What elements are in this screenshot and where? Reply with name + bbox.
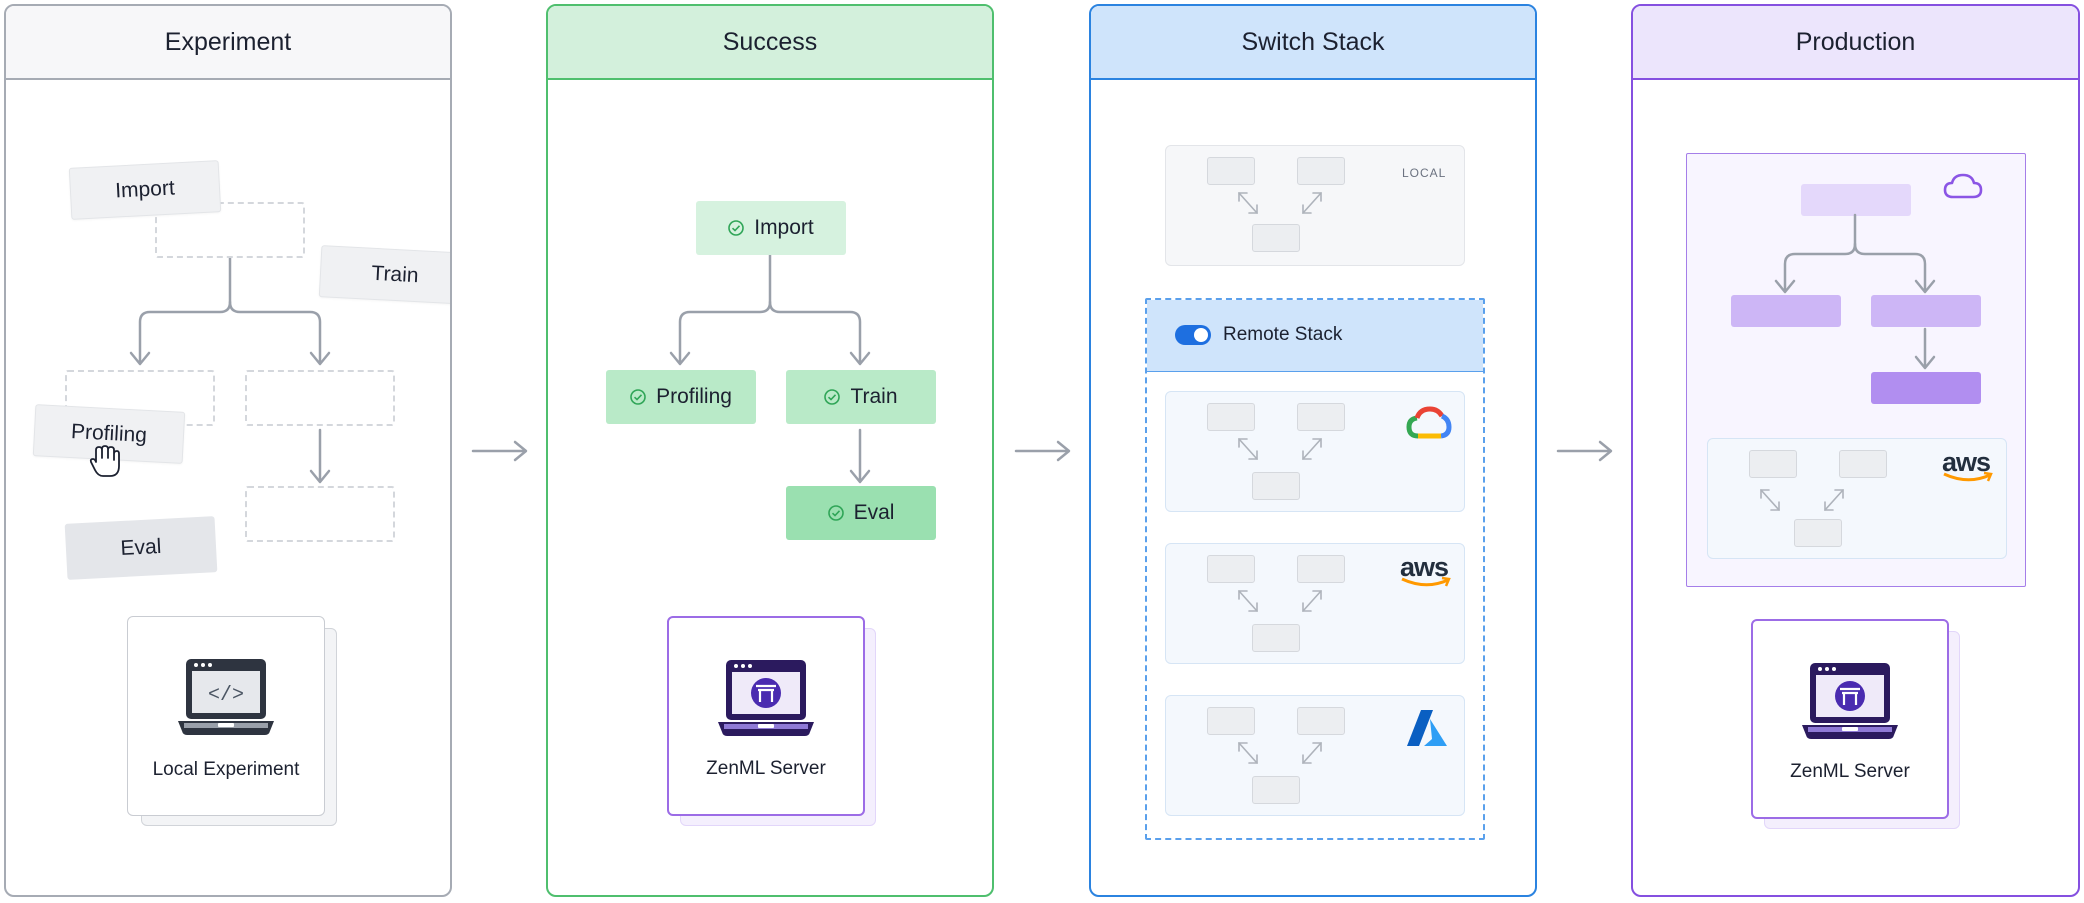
azure-icon — [1407, 710, 1447, 746]
success-panel: Success Import Profiling Train Eval — [546, 4, 994, 897]
production-cloud-stack: aws — [1686, 153, 2026, 587]
code-laptop-icon: </> — [178, 659, 274, 735]
pipeline-step — [1871, 295, 1981, 327]
pipeline-step — [1731, 295, 1841, 327]
production-panel: Production aws — [1631, 4, 2080, 897]
floating-eval-step[interactable]: Eval — [64, 516, 218, 580]
import-step-label: Import — [114, 176, 176, 203]
gcp-stack[interactable] — [1165, 391, 1465, 512]
placeholder-import-slot — [155, 202, 305, 258]
success-eval-step[interactable]: Eval — [786, 486, 936, 540]
zenml-laptop-icon — [1802, 663, 1898, 739]
google-cloud-icon — [1406, 406, 1452, 439]
aws-icon: aws — [1940, 447, 1996, 487]
svg-text:</>: </> — [208, 684, 244, 707]
toggle-switch[interactable] — [1175, 325, 1211, 345]
check-circle-icon — [630, 389, 646, 405]
stack-component — [1207, 707, 1255, 735]
production-zenml-server-card: ZenML Server — [1751, 619, 1949, 819]
switch-stack-panel: Switch Stack LOCAL Remote Stack aws — [1089, 4, 1537, 897]
stack-component — [1252, 624, 1300, 652]
check-circle-icon — [827, 505, 844, 521]
stack-component — [1297, 555, 1345, 583]
placeholder-eval-slot — [245, 486, 395, 542]
zenml-laptop-icon — [718, 660, 814, 736]
pipeline-step — [1871, 372, 1981, 404]
stack-component — [1207, 157, 1255, 185]
arrow-success-to-switch-stack — [1014, 440, 1071, 462]
floating-profiling-step[interactable]: Profiling — [32, 404, 186, 464]
success-train-step[interactable]: Train — [786, 370, 936, 424]
success-eval-label: Eval — [853, 501, 895, 524]
stack-component — [1297, 157, 1345, 185]
train-step-label: Train — [370, 261, 420, 288]
success-profiling-step[interactable]: Profiling — [606, 370, 756, 424]
aws-stack-production: aws — [1707, 438, 2007, 559]
stack-component — [1297, 403, 1345, 431]
success-profiling-label: Profiling — [656, 385, 732, 408]
local-stack-label: LOCAL — [1402, 166, 1447, 180]
experiment-title: Experiment — [6, 6, 450, 80]
success-import-label: Import — [754, 216, 814, 239]
floating-train-step[interactable]: Train — [318, 245, 450, 305]
remote-stack-toggle[interactable]: Remote Stack — [1175, 324, 1342, 346]
stack-component — [1297, 707, 1345, 735]
success-import-step[interactable]: Import — [696, 201, 846, 255]
remote-stack-label: Remote Stack — [1223, 324, 1343, 345]
stack-component — [1794, 519, 1842, 547]
eval-step-label: Eval — [119, 534, 162, 561]
stack-component — [1749, 450, 1797, 478]
stack-component — [1252, 776, 1300, 804]
switch-stack-title: Switch Stack — [1091, 6, 1535, 80]
success-connectors — [669, 252, 871, 484]
success-train-label: Train — [850, 385, 898, 408]
production-title: Production — [1633, 6, 2078, 80]
experiment-panel: Experiment Import Train Profiling Eval — [4, 4, 452, 897]
local-stack: LOCAL — [1165, 145, 1465, 266]
stack-component — [1252, 224, 1300, 252]
stack-component — [1252, 472, 1300, 500]
zenml-server-card: ZenML Server — [667, 616, 865, 816]
check-circle-icon — [728, 220, 745, 236]
aws-icon: aws — [1398, 552, 1454, 592]
stack-component — [1839, 450, 1887, 478]
success-title: Success — [548, 6, 992, 80]
arrow-experiment-to-success — [471, 440, 528, 462]
arrow-switch-stack-to-production — [1556, 440, 1613, 462]
local-experiment-label: Local Experiment — [152, 759, 300, 780]
azure-stack[interactable] — [1165, 695, 1465, 816]
profiling-step-label: Profiling — [70, 420, 148, 447]
aws-stack[interactable]: aws — [1165, 543, 1465, 664]
local-experiment-card: </> Local Experiment — [127, 616, 325, 816]
check-circle-icon — [824, 389, 841, 405]
placeholder-train-slot — [245, 370, 395, 426]
cloud-icon — [1943, 173, 1983, 199]
zenml-server-label: ZenML Server — [706, 758, 826, 779]
production-server-label: ZenML Server — [1790, 761, 1910, 782]
stack-component — [1207, 555, 1255, 583]
experiment-connectors — [129, 256, 331, 484]
floating-import-step[interactable]: Import — [68, 160, 222, 220]
stack-component — [1207, 403, 1255, 431]
pipeline-step — [1801, 184, 1911, 216]
